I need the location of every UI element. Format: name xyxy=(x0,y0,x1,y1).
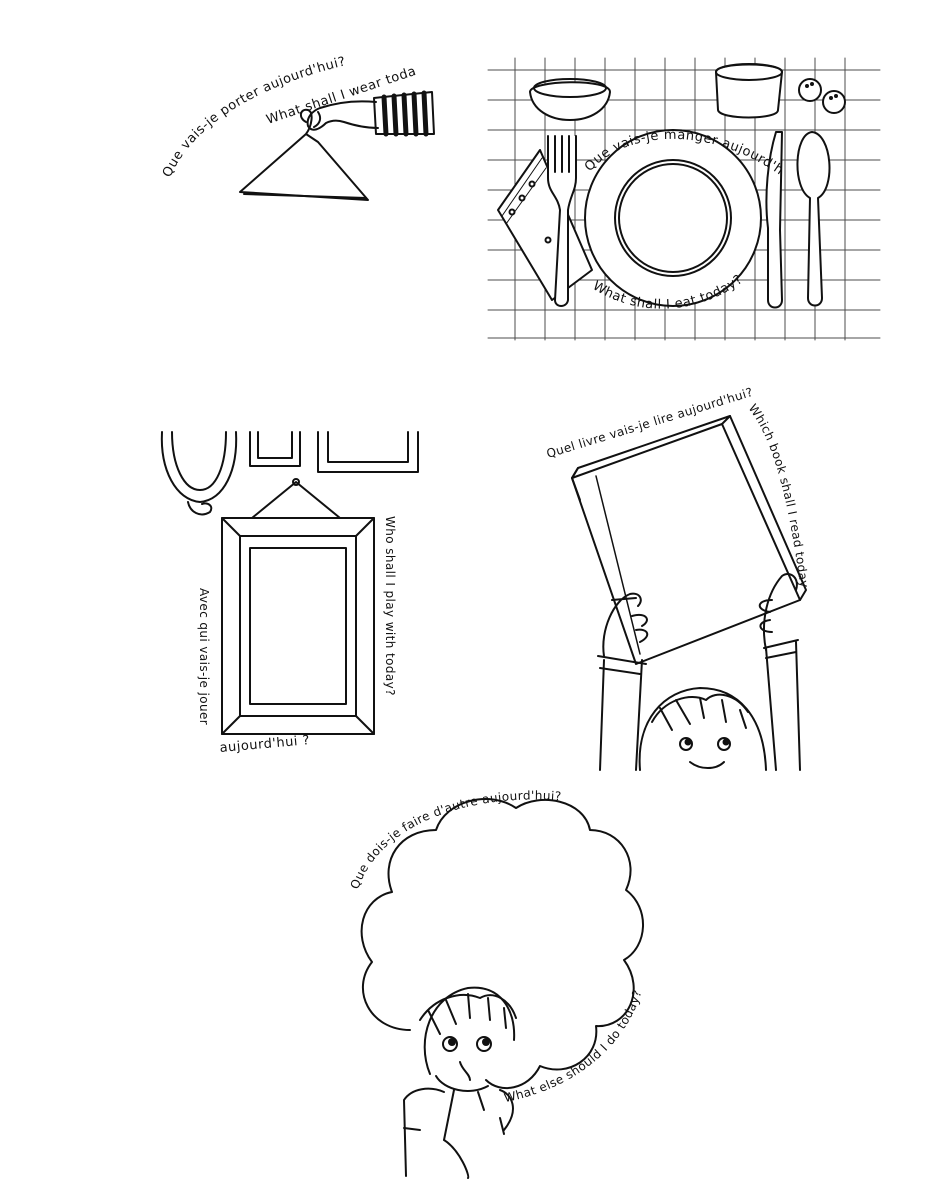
svg-text:What shall I wear today?: What shall I wear today? xyxy=(0,0,418,128)
place-setting-icon xyxy=(487,57,881,341)
picture-frame-icon xyxy=(160,431,419,735)
play-question-english: Who shall I play with today? xyxy=(383,516,397,696)
wear-question-english: What shall I wear today? xyxy=(0,0,418,128)
play-question-french-line2: aujourd'hui ? xyxy=(219,733,311,756)
do-question-english: What else should I do today? xyxy=(503,988,644,1105)
thought-cloud-icon xyxy=(360,798,644,1179)
book-icon xyxy=(571,415,807,771)
hanger-icon xyxy=(239,90,435,201)
svg-text:What else should I do today?: What else should I do today? xyxy=(503,988,645,1105)
play-question-french-line1: Avec qui vais-je jouer xyxy=(197,588,211,725)
svg-text:Que dois-je faire d'autre aujo: Que dois-je faire d'autre aujourd'hui? xyxy=(348,788,562,891)
do-question-french: Que dois-je faire d'autre aujourd'hui? xyxy=(348,788,562,891)
